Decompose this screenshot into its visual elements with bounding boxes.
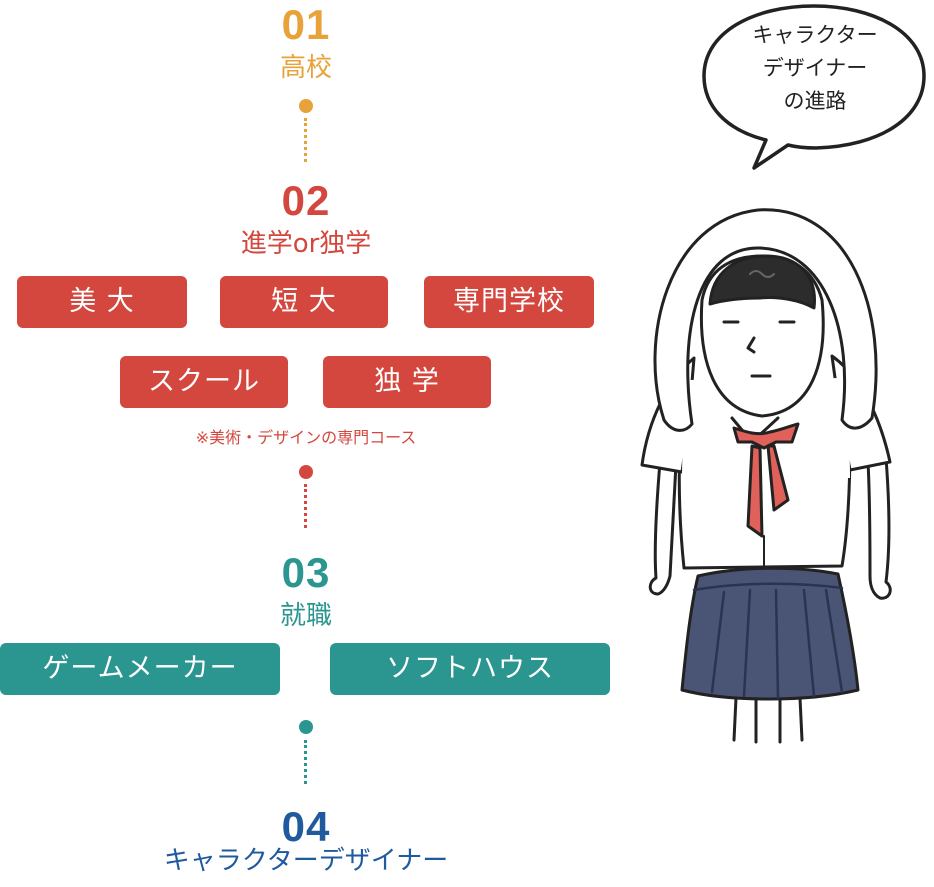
option-art-university: 美 大 [17,276,187,328]
step-2-number: 02 [281,177,331,224]
step-3-connector [304,740,307,784]
step-3-label: 就職 [279,601,332,631]
step-1-number: 01 [281,1,331,48]
step-2-connector [304,484,307,528]
step-1-connector [304,118,307,162]
option-game-maker: ゲームメーカー [0,643,280,695]
bubble-line-1: キャラクター [752,23,878,47]
step-2-dot [299,465,313,479]
step-2-label: 進学or独学 [240,229,372,259]
step-1-dot [299,99,313,113]
step-3-number: 03 [281,549,331,596]
bubble-line-3: の進路 [783,89,847,113]
footnote: ※美術・デザインの専門コース [195,428,417,447]
schoolgirl-illustration-icon [640,208,892,744]
option-vocational-school: 専門学校 [424,276,594,328]
speech-bubble-icon [702,4,926,170]
step-4-label: キャラクターデザイナー [163,846,449,876]
speech-bubble: キャラクター デザイナー の進路 [718,20,912,130]
step-3-dot [299,720,313,734]
step-1-label: 高校 [279,53,332,83]
option-school: スクール [120,356,288,408]
option-self-study: 独 学 [323,356,491,408]
option-junior-college: 短 大 [220,276,388,328]
option-software-house: ソフトハウス [330,643,610,695]
bubble-line-2: デザイナー [762,56,868,80]
step-4-number: 04 [281,803,331,850]
